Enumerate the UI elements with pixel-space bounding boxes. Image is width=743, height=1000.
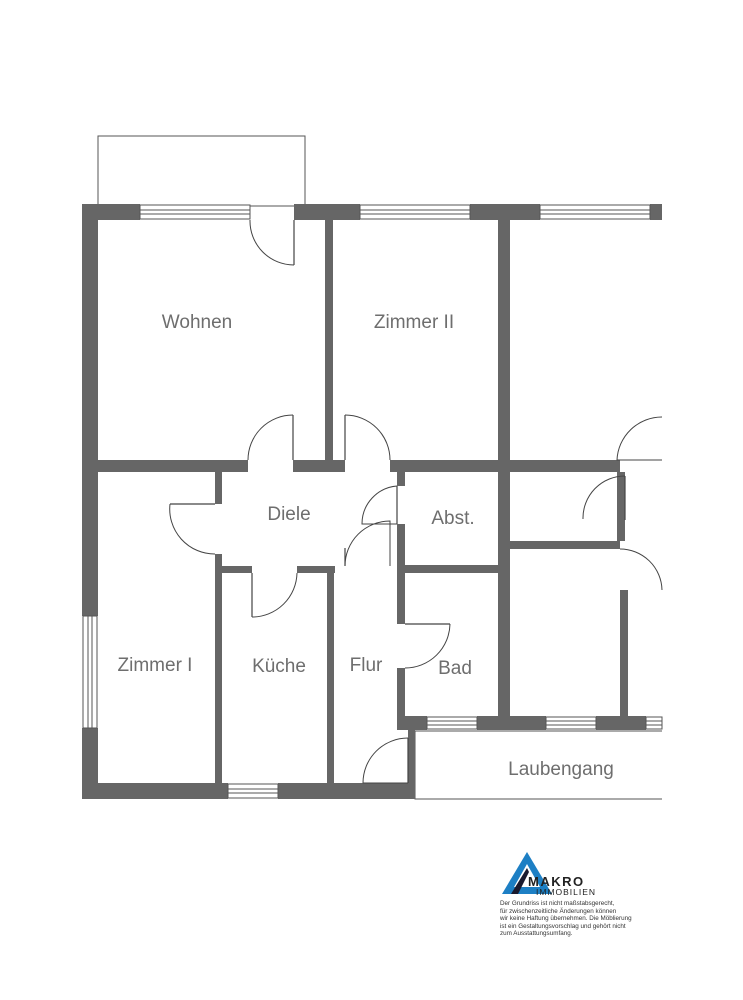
disclaimer: Der Grundriss ist nicht maßstabsgerecht,… <box>500 900 680 938</box>
room-label-wohnen: Wohnen <box>162 312 232 333</box>
disclaimer-line: zum Ausstattungsumfang. <box>500 930 573 938</box>
logo-brand: MAKRO <box>528 873 585 889</box>
windows <box>82 204 663 799</box>
room-label-laubengang: Laubengang <box>508 759 614 780</box>
logo-sub: IMMOBILIEN <box>536 886 597 897</box>
disclaimer-line: wir keine Haftung übernehmen. Die Möblie… <box>500 915 632 923</box>
company-logo: MAKRO IMMOBILIEN Der Grundriss ist nicht… <box>500 850 680 938</box>
disclaimer-line: für zwischenzeitliche Änderungen können <box>500 907 617 915</box>
room-labels: Wohnen Zimmer II Diele Abst. Zimmer I Kü… <box>118 312 614 780</box>
room-label-zimmer-ii: Zimmer II <box>374 312 454 333</box>
room-label-kueche: Küche <box>252 656 306 677</box>
room-label-flur: Flur <box>350 655 383 676</box>
disclaimer-line: ist ein Gestaltungsvorschlag und gehört … <box>500 922 626 930</box>
room-label-abst: Abst. <box>431 508 474 529</box>
disclaimer-line: Der Grundriss ist nicht maßstabsgerecht, <box>500 900 615 907</box>
room-label-diele: Diele <box>267 504 310 525</box>
doors <box>169 219 663 784</box>
walls <box>82 204 662 799</box>
triangle-logo-icon <box>502 852 552 894</box>
room-label-bad: Bad <box>438 658 472 679</box>
balcony-outline <box>97 135 306 207</box>
room-label-zimmer-i: Zimmer I <box>118 655 193 676</box>
